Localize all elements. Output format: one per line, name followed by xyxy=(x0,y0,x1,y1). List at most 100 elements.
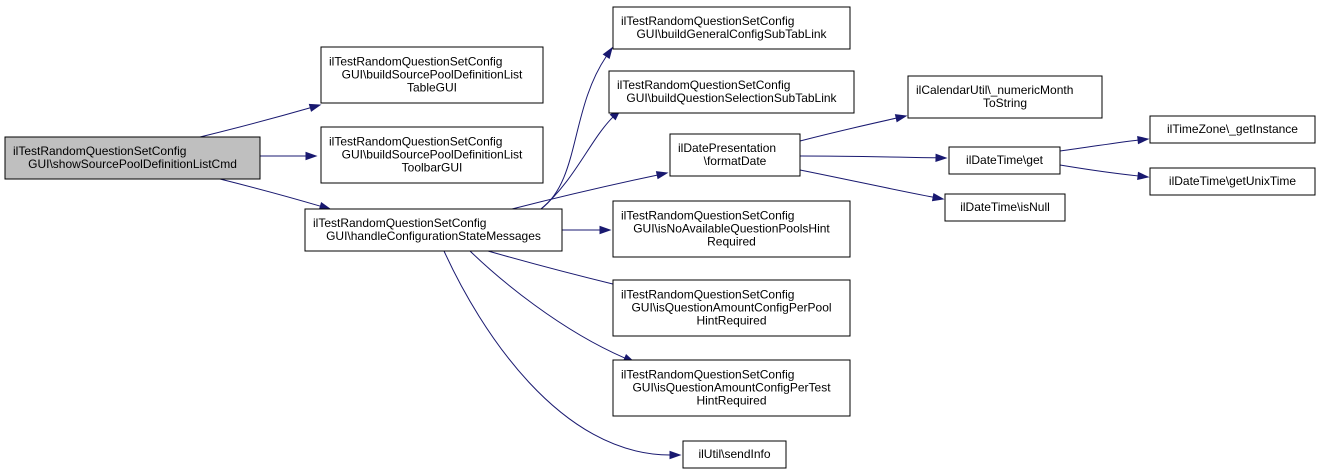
node-label-line: ilTestRandomQuestionSetConfig xyxy=(621,14,794,28)
node-perTest[interactable]: ilTestRandomQuestionSetConfigGUI\isQuest… xyxy=(612,359,851,417)
node-box xyxy=(948,146,1061,175)
node-label-line: ilCalendarUtil\_numericMonth xyxy=(916,83,1073,97)
node-box xyxy=(608,70,855,114)
edge-handle-to-general xyxy=(540,46,613,210)
node-buildTable[interactable]: ilTestRandomQuestionSetConfigGUI\buildSo… xyxy=(320,46,544,104)
node-buildToolbar[interactable]: ilTestRandomQuestionSetConfigGUI\buildSo… xyxy=(320,126,544,184)
edge-line xyxy=(1059,139,1139,152)
edge-line xyxy=(799,155,937,159)
edge-line xyxy=(799,169,934,198)
arrow-head-icon xyxy=(1137,171,1150,181)
node-label-line: ilDateTime\getUnixTime xyxy=(1169,174,1296,188)
node-label-line: ilTestRandomQuestionSetConfig xyxy=(621,368,794,382)
arrow-head-icon xyxy=(935,153,948,162)
edge-show-to-buildTable xyxy=(199,103,322,138)
node-label-line: ilTestRandomQuestionSetConfig xyxy=(313,216,486,230)
edge-formatDate-to-dtGet xyxy=(799,153,948,162)
node-box xyxy=(669,133,801,177)
node-perPool[interactable]: ilTestRandomQuestionSetConfigGUI\isQuest… xyxy=(612,279,851,337)
node-unixTime[interactable]: ilDateTime\getUnixTime xyxy=(1149,167,1316,196)
node-box xyxy=(304,208,563,252)
edge-line xyxy=(443,250,671,456)
edge-handle-to-sendInfo xyxy=(443,250,682,460)
edge-line xyxy=(511,174,658,210)
arrow-head-icon xyxy=(655,171,669,180)
node-label-line: ilTestRandomQuestionSetConfig xyxy=(617,78,790,92)
edge-show-to-buildToolbar xyxy=(259,151,318,161)
nodes-layer: ilTestRandomQuestionSetConfigGUI\showSou… xyxy=(4,6,1316,469)
node-label-line: GUI\isNoAvailableQuestionPoolsHint xyxy=(633,222,830,236)
node-box xyxy=(907,75,1103,119)
edge-line xyxy=(469,250,626,359)
node-box xyxy=(612,279,851,337)
edge-line xyxy=(219,178,321,207)
node-dtGet[interactable]: ilDateTime\get xyxy=(948,146,1061,175)
edge-formatDate-to-dtIsNull xyxy=(799,169,945,202)
node-label-line: ilUtil\sendInfo xyxy=(698,447,770,461)
node-label-line: TableGUI xyxy=(407,81,457,95)
node-box xyxy=(4,136,261,180)
node-label-line: ilTestRandomQuestionSetConfig xyxy=(621,288,794,302)
edge-handle-to-perPool xyxy=(487,250,627,289)
edge-line xyxy=(540,55,607,210)
edge-handle-to-selection xyxy=(540,108,622,210)
node-box xyxy=(612,200,851,258)
edge-formatDate-to-numMonth xyxy=(799,114,908,142)
node-box xyxy=(1149,115,1316,144)
edge-line xyxy=(1059,164,1139,177)
edge-dtGet-to-unixTime xyxy=(1059,164,1150,181)
arrow-head-icon xyxy=(931,192,945,202)
arrow-head-icon xyxy=(669,450,682,460)
edges-layer xyxy=(199,46,1150,460)
node-show[interactable]: ilTestRandomQuestionSetConfigGUI\showSou… xyxy=(4,136,261,180)
node-selection[interactable]: ilTestRandomQuestionSetConfigGUI\buildQu… xyxy=(608,70,855,114)
node-label-line: \formatDate xyxy=(704,154,767,168)
node-label-line: ilTimeZone\_getInstance xyxy=(1167,122,1298,136)
node-label-line: ilDatePresentation xyxy=(678,141,776,155)
node-box xyxy=(320,46,544,104)
arrow-head-icon xyxy=(1137,135,1150,145)
node-label-line: GUI\buildSourcePoolDefinitionList xyxy=(342,148,523,162)
node-box xyxy=(612,359,851,417)
arrow-head-icon xyxy=(894,114,908,123)
node-box xyxy=(944,193,1066,222)
node-box xyxy=(320,126,544,184)
node-label-line: GUI\isQuestionAmountConfigPerTest xyxy=(632,381,831,395)
node-label-line: ilTestRandomQuestionSetConfig xyxy=(13,144,186,158)
edge-line xyxy=(487,250,616,286)
edge-handle-to-perTest xyxy=(469,250,636,363)
node-label-line: ToolbarGUI xyxy=(402,161,463,175)
node-label-line: HintRequired xyxy=(696,314,766,328)
edge-line xyxy=(799,117,897,142)
arrow-head-icon xyxy=(602,46,613,60)
node-label-line: HintRequired xyxy=(696,394,766,408)
edge-handle-to-formatDate xyxy=(511,171,669,210)
node-label-line: GUI\buildSourcePoolDefinitionList xyxy=(342,68,523,82)
arrow-head-icon xyxy=(308,103,322,112)
node-label-line: ilDateTime\get xyxy=(966,153,1044,167)
node-label-line: GUI\handleConfigurationStateMessages xyxy=(326,229,541,243)
arrow-head-icon xyxy=(305,151,318,161)
node-label-line: ilDateTime\isNull xyxy=(960,200,1050,214)
node-dtIsNull[interactable]: ilDateTime\isNull xyxy=(944,193,1066,222)
node-label-line: GUI\showSourcePoolDefinitionListCmd xyxy=(28,157,237,171)
node-tzInstance[interactable]: ilTimeZone\_getInstance xyxy=(1149,115,1316,144)
node-label-line: ilTestRandomQuestionSetConfig xyxy=(621,209,794,223)
node-box xyxy=(682,440,787,469)
node-label-line: Required xyxy=(707,235,756,249)
node-handle[interactable]: ilTestRandomQuestionSetConfigGUI\handleC… xyxy=(304,208,563,252)
edge-show-to-handle xyxy=(219,178,332,211)
node-noPools[interactable]: ilTestRandomQuestionSetConfigGUI\isNoAva… xyxy=(612,200,851,258)
node-formatDate[interactable]: ilDatePresentation\formatDate xyxy=(669,133,801,177)
node-general[interactable]: ilTestRandomQuestionSetConfigGUI\buildGe… xyxy=(612,6,851,50)
node-box xyxy=(612,6,851,50)
node-box xyxy=(1149,167,1316,196)
node-label-line: ilTestRandomQuestionSetConfig xyxy=(329,55,502,69)
arrow-head-icon xyxy=(599,225,612,235)
node-label-line: GUI\buildGeneralConfigSubTabLink xyxy=(636,27,827,41)
node-label-line: GUI\isQuestionAmountConfigPerPool xyxy=(631,301,831,315)
node-sendInfo[interactable]: ilUtil\sendInfo xyxy=(682,440,787,469)
node-label-line: GUI\buildQuestionSelectionSubTabLink xyxy=(626,91,837,105)
